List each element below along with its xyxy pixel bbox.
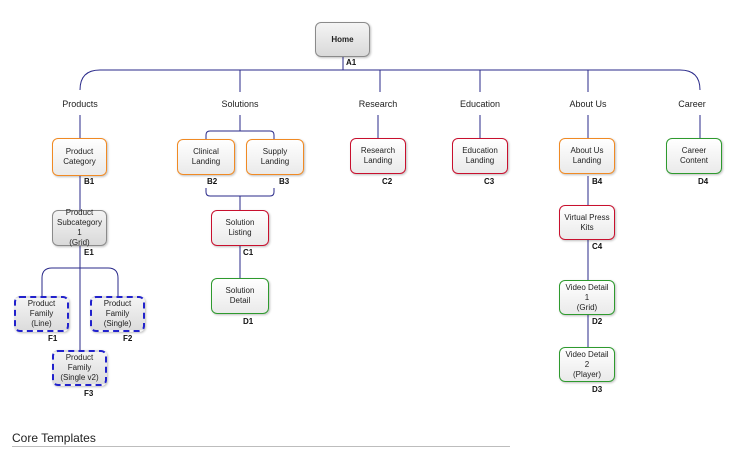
- section-research: Research: [358, 99, 398, 109]
- section-solutions: Solutions: [221, 99, 259, 109]
- node-education-landing: Education Landing: [452, 138, 508, 174]
- node-product-subcategory: Product Subcategory 1 (Grid): [52, 208, 107, 247]
- node-video-detail-1: Video Detail 1 (Grid): [559, 280, 615, 315]
- section-about: About Us: [569, 99, 607, 109]
- node-video-detail-2: Video Detail 2 (Player): [559, 347, 615, 382]
- code-f3: F3: [84, 389, 94, 398]
- code-b1: B1: [84, 177, 95, 186]
- code-f1: F1: [48, 334, 58, 343]
- code-f2: F2: [123, 334, 133, 343]
- code-c4: C4: [592, 242, 603, 251]
- section-education: Education: [459, 99, 501, 109]
- code-d4: D4: [698, 177, 709, 186]
- code-d2: D2: [592, 317, 603, 326]
- node-solution-listing: Solution Listing: [211, 210, 269, 246]
- node-family-single-v2: Product Family (Single v2): [52, 350, 107, 386]
- node-about-landing: About Us Landing: [559, 138, 615, 174]
- node-solution-detail: Solution Detail: [211, 278, 269, 314]
- home-node: Home: [315, 22, 370, 57]
- code-e1: E1: [84, 248, 94, 257]
- section-products: Products: [62, 99, 98, 109]
- home-code: A1: [346, 58, 357, 67]
- node-career-content: Career Content: [666, 138, 722, 174]
- code-b3: B3: [279, 177, 290, 186]
- node-family-line: Product Family (Line): [14, 296, 69, 332]
- code-c1: C1: [243, 248, 254, 257]
- node-family-single: Product Family (Single): [90, 296, 145, 332]
- code-b2: B2: [207, 177, 218, 186]
- node-clinical-landing: Clinical Landing: [177, 139, 235, 175]
- node-press-kits: Virtual Press Kits: [559, 205, 615, 240]
- node-research-landing: Research Landing: [350, 138, 406, 174]
- core-templates-heading: Core Templates: [12, 431, 96, 445]
- node-supply-landing: Supply Landing: [246, 139, 304, 175]
- code-c2: C2: [382, 177, 393, 186]
- node-product-category: Product Category: [52, 138, 107, 176]
- code-c3: C3: [484, 177, 495, 186]
- code-d1: D1: [243, 317, 254, 326]
- code-d3: D3: [592, 385, 603, 394]
- section-career: Career: [678, 99, 706, 109]
- footer-divider: [12, 446, 510, 447]
- code-b4: B4: [592, 177, 603, 186]
